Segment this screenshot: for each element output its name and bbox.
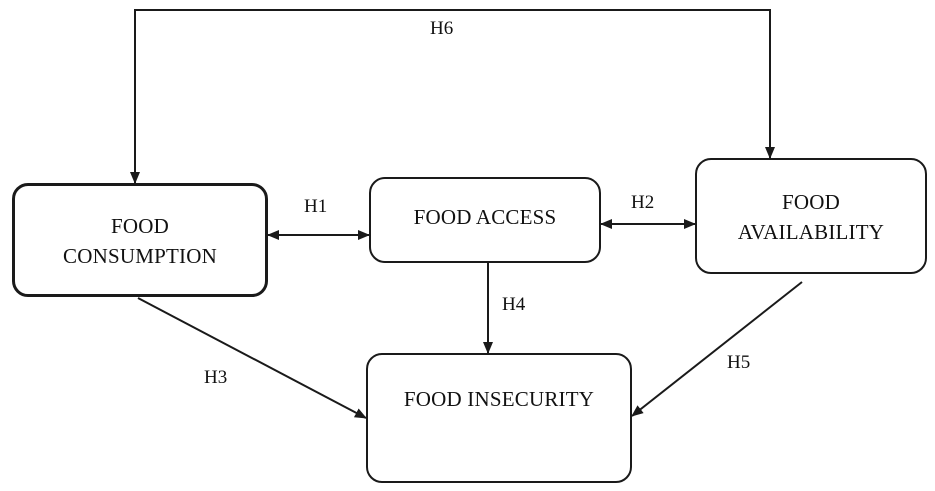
food-consumption-node: FOOD CONSUMPTION [12,183,268,297]
food-availability-line2: AVAILABILITY [737,220,885,244]
h2-label: H2 [631,192,655,213]
h1-label: H1 [304,196,328,217]
food-consumption-line1: FOOD [111,214,169,238]
h5-connector [631,281,803,417]
food-insecurity-label: FOOD INSECURITY [403,387,595,411]
food-availability-node: FOOD AVAILABILITY [695,158,927,274]
food-access-node: FOOD ACCESS [369,177,601,263]
food-access-label: FOOD ACCESS [413,205,557,229]
food-consumption-line2: CONSUMPTION [63,244,217,268]
h6-connector [130,9,775,184]
food-availability-line1: FOOD [782,190,840,214]
h6-label: H6 [430,18,454,39]
h3-label: H3 [204,367,228,388]
h3-connector [137,297,367,419]
food-insecurity-node: FOOD INSECURITY [366,353,632,483]
h5-label: H5 [727,352,751,373]
h4-label: H4 [502,294,526,315]
